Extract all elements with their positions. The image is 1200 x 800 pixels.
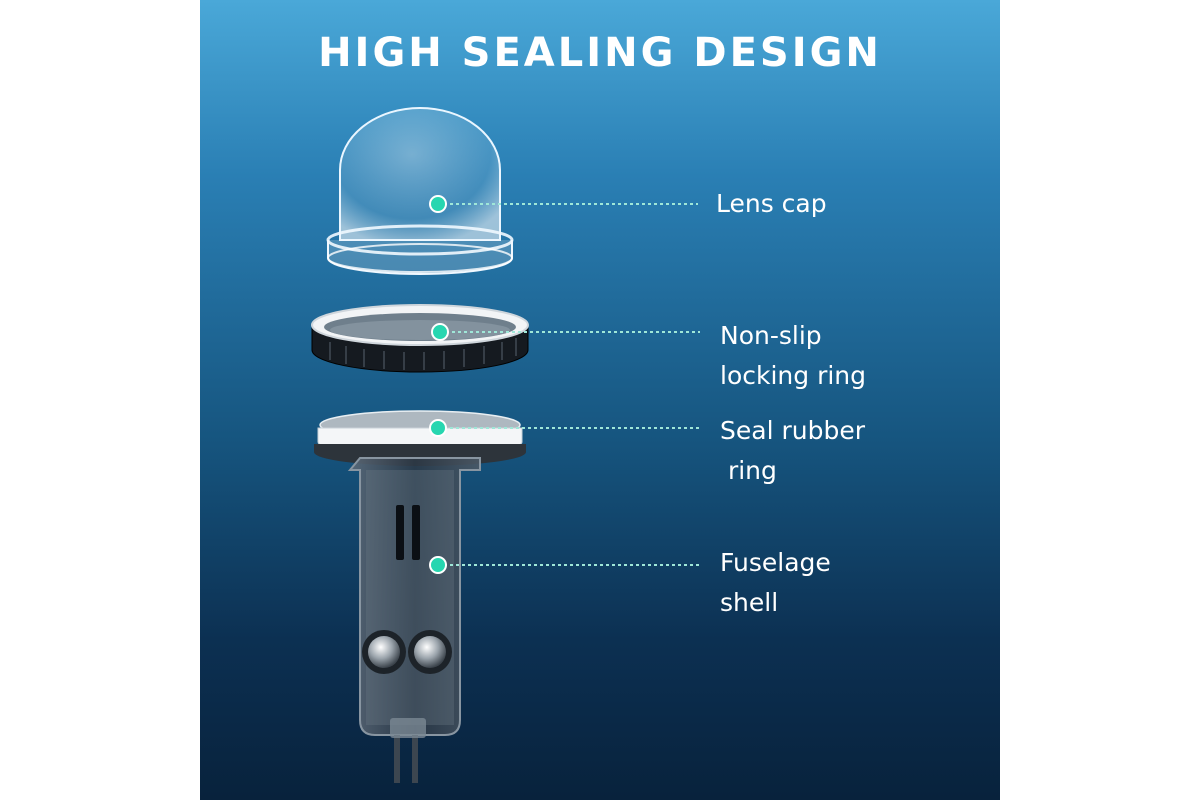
- callout-lens-cap: [429, 195, 698, 213]
- label-lens-cap: Lens cap: [716, 189, 827, 218]
- teal-dot-icon: [429, 419, 447, 437]
- housing-body: [314, 410, 526, 783]
- teal-dot-icon: [431, 323, 449, 341]
- teal-dot-icon: [429, 556, 447, 574]
- label-seal-rubber-ring: Seal rubber ring: [720, 416, 865, 485]
- callout-seal-ring: [429, 419, 700, 437]
- callout-locking-ring: [431, 323, 700, 341]
- locking-ring: [311, 304, 529, 373]
- callout-fuselage-shell: [429, 556, 700, 574]
- label-locking-ring: Non-slip locking ring: [720, 321, 867, 390]
- product-infographic: HIGH SEALING DESIGN: [200, 0, 1000, 800]
- teal-dot-icon: [429, 195, 447, 213]
- label-fuselage-shell: Fuselage shell: [720, 548, 831, 617]
- lens-cap: [326, 107, 514, 275]
- page-title: HIGH SEALING DESIGN: [318, 30, 882, 76]
- housing-exploded-view: [311, 107, 700, 783]
